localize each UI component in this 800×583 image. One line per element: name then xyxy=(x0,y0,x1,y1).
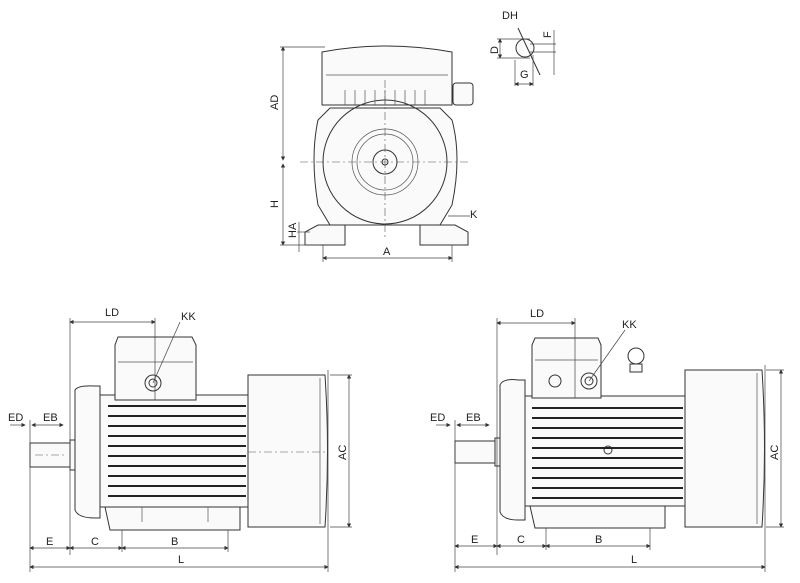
dim-label-LD: LD xyxy=(105,307,119,319)
dim-label-EB: EB xyxy=(466,412,481,424)
dim-label-AD: AD xyxy=(269,95,281,110)
motor-front-outline xyxy=(300,45,474,246)
dim-label-AC: AC xyxy=(337,445,349,460)
dim-label-H: H xyxy=(269,200,281,208)
dim-label-AC: AC xyxy=(769,445,781,460)
dim-label-EB: EB xyxy=(43,412,58,424)
dim-label-KK: KK xyxy=(622,319,637,331)
side-view-right: LD KK ED EB AC E C B L xyxy=(430,308,784,572)
dim-label-ED: ED xyxy=(430,412,445,424)
right-dimensions: LD KK ED EB AC E C B L xyxy=(430,308,784,572)
dim-label-LD: LD xyxy=(530,308,544,320)
side-view-left: LD KK ED EB AC E C B L xyxy=(8,307,352,572)
dim-label-L: L xyxy=(631,554,637,566)
shaft-label-G: G xyxy=(520,69,529,81)
dim-label-L: L xyxy=(178,554,184,566)
left-dimensions: LD KK ED EB AC E C B L xyxy=(8,307,352,572)
dim-label-C: C xyxy=(517,534,525,546)
dim-label-B: B xyxy=(171,536,178,548)
front-dimensions: AD H HA A K xyxy=(269,46,478,262)
dim-label-KK: KK xyxy=(181,311,196,323)
dim-label-E: E xyxy=(46,536,53,548)
dim-label-K: K xyxy=(470,209,478,221)
front-view: AD H HA A K DH D G F xyxy=(269,10,556,262)
shaft-detail: DH D G F xyxy=(489,10,556,87)
dim-label-ED: ED xyxy=(8,412,23,424)
dim-label-A: A xyxy=(383,246,391,258)
dim-label-B: B xyxy=(595,534,602,546)
shaft-label-D: D xyxy=(489,46,501,54)
dim-label-HA: HA xyxy=(287,222,299,238)
motor-side-outline-left xyxy=(29,336,328,531)
dim-label-C: C xyxy=(91,536,99,548)
motor-side-outline-right xyxy=(454,337,765,529)
shaft-label-DH: DH xyxy=(502,10,518,22)
dim-label-E: E xyxy=(471,534,478,546)
shaft-label-F: F xyxy=(542,31,554,38)
